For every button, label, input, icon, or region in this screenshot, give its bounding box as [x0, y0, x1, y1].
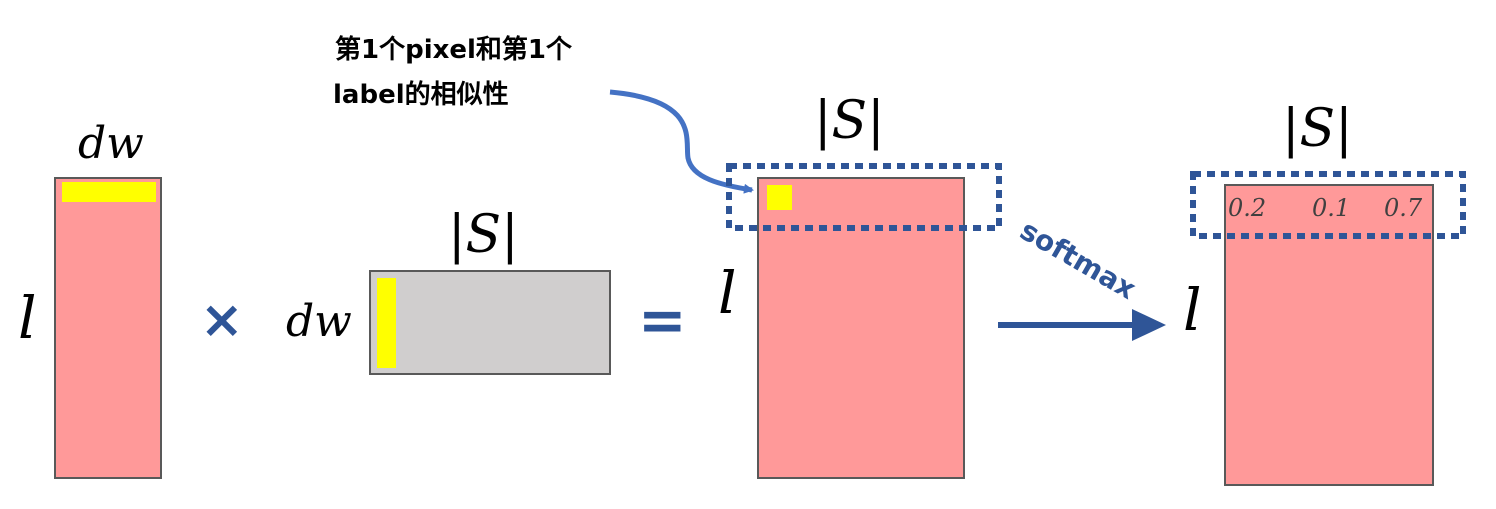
matrix-a-row-label: l: [18, 284, 37, 352]
matrix-d-col-label: |S|: [1282, 99, 1353, 159]
softmax-label: softmax: [1015, 213, 1142, 305]
matrix-d-rect: [1224, 184, 1434, 486]
matrix-a-highlight-row: [62, 182, 156, 202]
matrix-a-col-label: dw: [78, 118, 144, 169]
matrix-c-first-row-dashed-box: [726, 163, 1002, 231]
equals-sign: =: [638, 286, 687, 354]
annotation-line-2: label的相似性: [333, 79, 509, 110]
multiply-sign: ×: [200, 290, 244, 350]
softmax-arrow: softmax: [998, 213, 1166, 341]
matrix-c: |S| l: [718, 91, 1002, 479]
matrix-b: |S| dw: [286, 205, 611, 375]
pointer-arrow: [609, 89, 754, 194]
matrix-b-highlight-col: [377, 278, 396, 368]
matrix-d-first-row-dashed-box: [1190, 171, 1466, 239]
matrix-d: |S| l 0.2 0.1 0.7: [1183, 99, 1466, 486]
matrix-d-row-label: l: [1183, 276, 1202, 344]
softmax-arrow-head: [1132, 309, 1166, 341]
matrix-c-rect: [757, 177, 965, 479]
matrix-b-col-label: |S|: [448, 205, 519, 265]
matrix-a-rect: [54, 177, 162, 479]
matrix-b-row-label: dw: [286, 296, 352, 347]
matrix-c-col-label: |S|: [814, 91, 885, 151]
matrix-d-value-1: 0.2: [1228, 194, 1266, 222]
matrix-c-highlight-cell: [767, 185, 792, 210]
matrix-a: dw l: [18, 118, 162, 479]
matrix-d-value-3: 0.7: [1384, 194, 1423, 222]
matrix-b-rect: [369, 270, 611, 375]
matrix-d-value-2: 0.1: [1312, 194, 1350, 222]
annotation-line-1: 第1个pixel和第1个: [335, 34, 573, 65]
matrix-c-row-label: l: [718, 259, 737, 327]
